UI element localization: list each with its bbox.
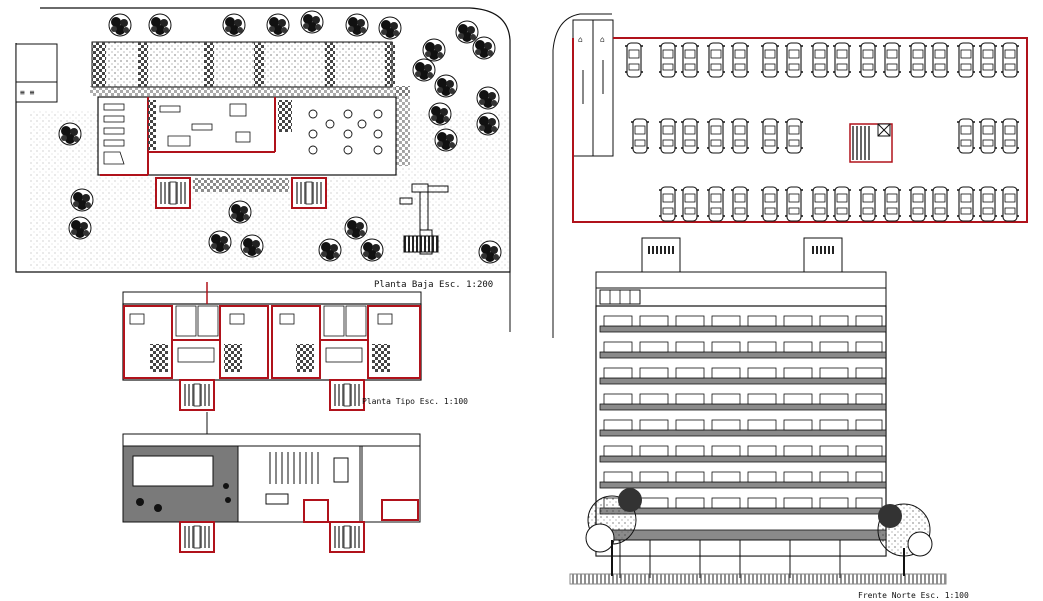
typical-floor-plan [122, 282, 422, 411]
facade-floors [595, 315, 887, 541]
parking-plan: ⌂ ⌂ [552, 13, 1028, 338]
north-facade [569, 237, 947, 585]
facade-trees [585, 488, 933, 576]
north-facade-label: Frente Norte Esc. 1:100 [858, 591, 969, 600]
parking-cars [624, 42, 1020, 222]
roof-terrace-plan [122, 412, 421, 553]
svg-text:⌂: ⌂ [578, 35, 583, 44]
typical-floor-label: Planta Tipo Esc. 1:100 [362, 397, 468, 406]
svg-text:≡ ≡: ≡ ≡ [20, 88, 35, 97]
svg-text:⌂: ⌂ [600, 35, 605, 44]
ground-floor-plan: ≡ ≡ [15, 7, 511, 332]
ground-floor-label: Planta Baja Esc. 1:200 [374, 280, 493, 290]
